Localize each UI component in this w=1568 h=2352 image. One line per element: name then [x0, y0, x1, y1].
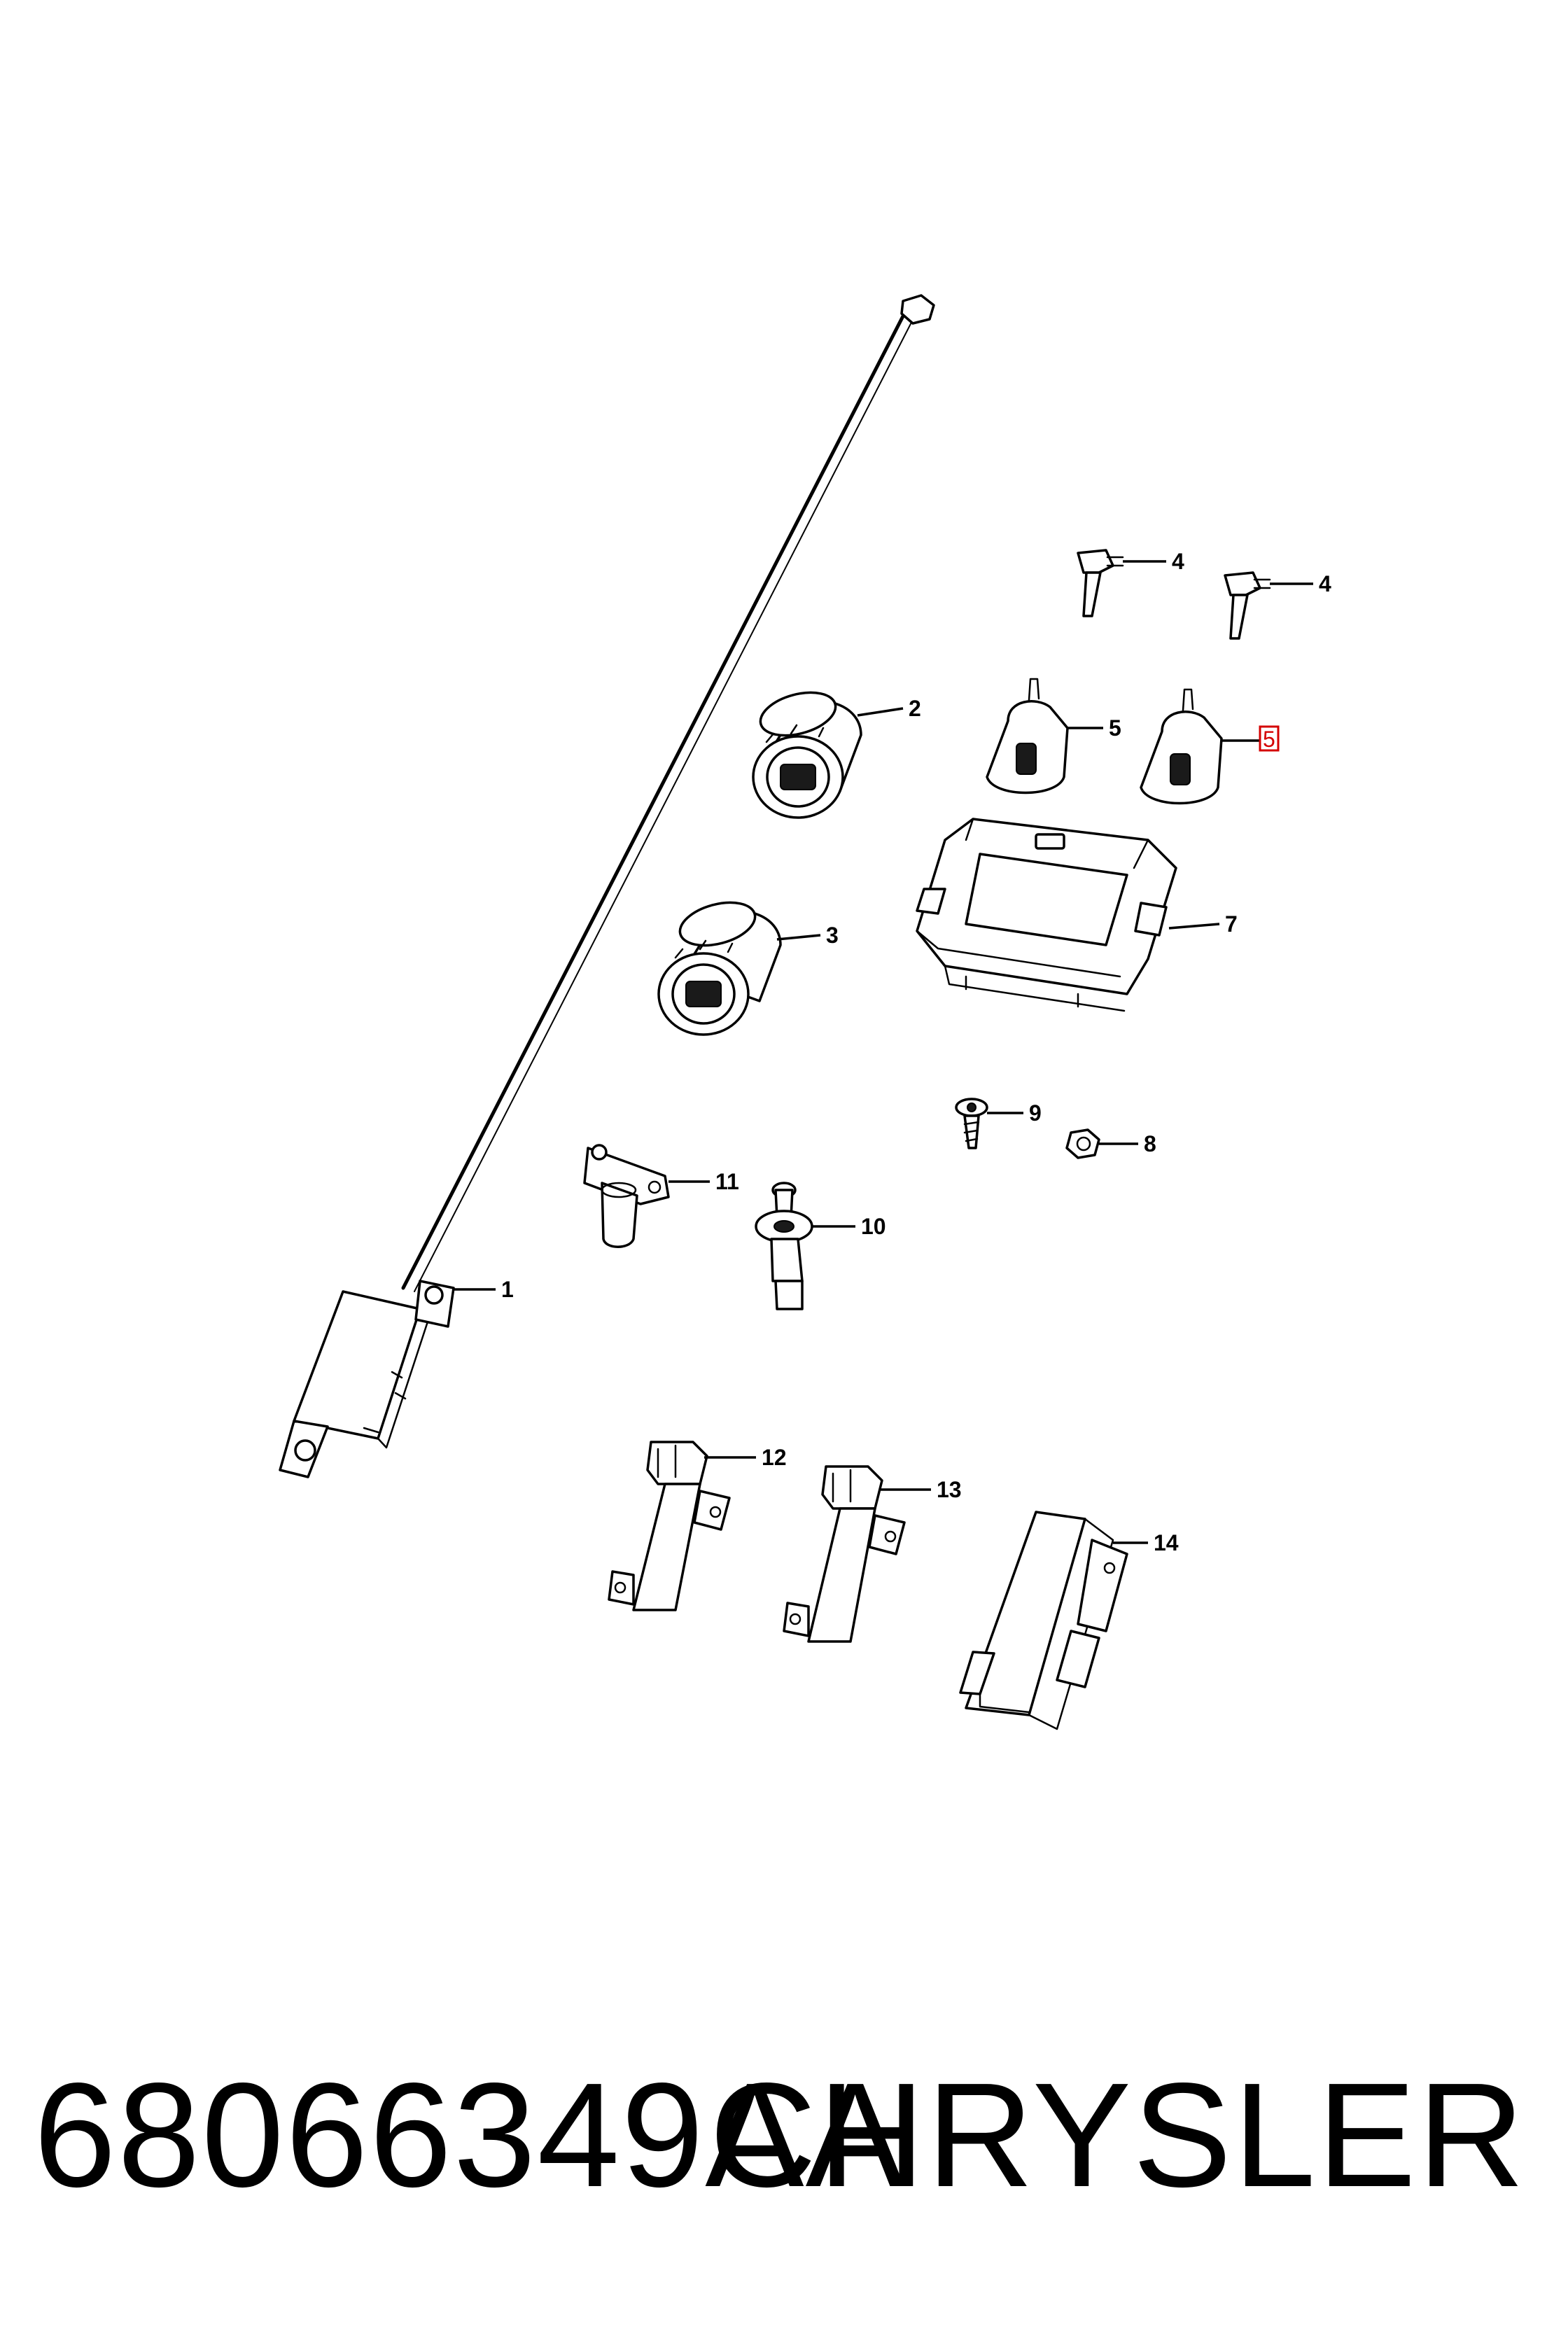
callout-11: 11	[668, 1169, 739, 1194]
callout-12: 12	[704, 1445, 787, 1470]
callout-label-1: 1	[501, 1277, 514, 1302]
callout-13: 13	[879, 1477, 962, 1502]
callout-label-11: 11	[715, 1169, 739, 1194]
callout-label-8: 8	[1144, 1131, 1156, 1156]
part-4-key-right	[1224, 571, 1271, 640]
part-2-lock-cylinder	[752, 691, 862, 819]
callout-label-7: 7	[1225, 911, 1238, 937]
callout-label-10: 10	[861, 1214, 886, 1239]
callout-8: 8	[1099, 1131, 1156, 1156]
callout-label-2: 2	[909, 696, 921, 721]
part-8-nut	[1065, 1128, 1100, 1159]
part-9-screw	[955, 1098, 988, 1149]
callout-4a: 4	[1123, 549, 1184, 574]
callout-label-4b: 4	[1319, 571, 1331, 596]
part-14-sensor-module	[959, 1511, 1128, 1730]
callout-label-9: 9	[1029, 1100, 1042, 1126]
highlight-box	[1259, 725, 1280, 752]
callout-9: 9	[987, 1100, 1042, 1126]
callout-3: 3	[776, 923, 839, 948]
part-4-key-left	[1077, 549, 1124, 617]
part-1-antenna-module	[279, 294, 935, 1478]
part-5-key-fob-right	[1140, 688, 1223, 805]
callout-7: 7	[1168, 911, 1238, 937]
callout-label-3: 3	[826, 923, 839, 948]
callout-5b-highlighted: 5	[1221, 725, 1280, 752]
part-5-key-fob-left	[986, 678, 1069, 794]
footer: 68066349AA CHRYSLER	[0, 2044, 1568, 2226]
callout-label-13: 13	[937, 1477, 962, 1502]
part-10-switch	[755, 1182, 813, 1310]
callout-1: 1	[454, 1277, 514, 1302]
brand-name: CHRYSLER	[709, 2052, 1526, 2218]
callout-label-14: 14	[1154, 1530, 1179, 1555]
part-number: 68066349AA	[34, 2052, 906, 2218]
callout-label-5a: 5	[1109, 715, 1121, 741]
callout-5a: 5	[1067, 715, 1121, 741]
callout-14: 14	[1113, 1530, 1179, 1555]
part-12-sensor	[608, 1441, 731, 1611]
part-7-control-module	[916, 818, 1177, 1012]
part-13-sensor	[783, 1465, 906, 1643]
callout-2: 2	[857, 696, 921, 721]
callout-label-4a: 4	[1172, 549, 1184, 574]
callout-4b: 4	[1270, 571, 1331, 596]
callout-10: 10	[812, 1214, 886, 1239]
callout-label-12: 12	[762, 1445, 787, 1470]
part-11-bracket	[583, 1144, 670, 1248]
callout-label-5b: 5	[1263, 727, 1275, 752]
part-3-lock-cylinder	[657, 901, 782, 1036]
